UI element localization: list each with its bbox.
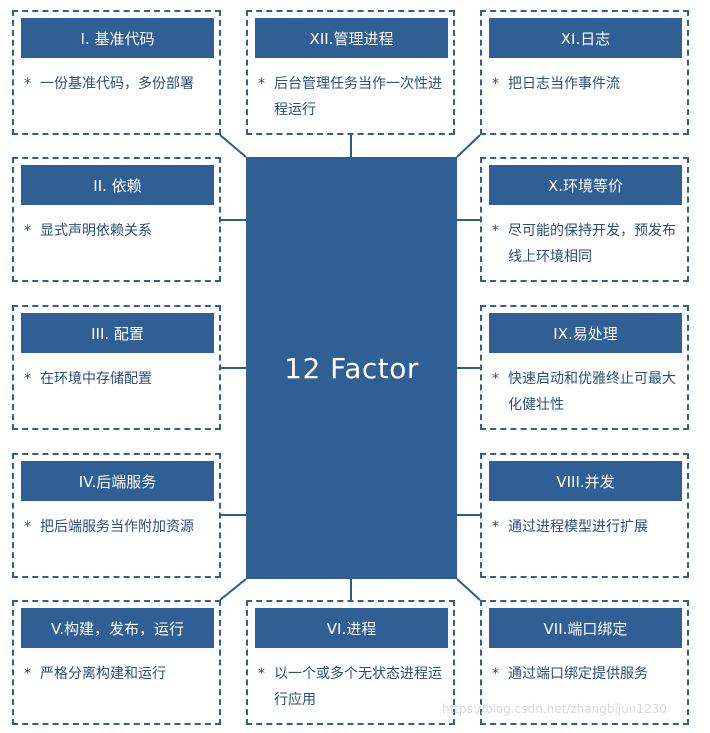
factor-body: * 以一个或多个无状态进程运行应用 (258, 661, 445, 713)
bullet: * (24, 76, 31, 92)
factor-desc: 在环境中存储配置 (40, 371, 152, 387)
factor-card-6: VI.进程 * 以一个或多个无状态进程运行应用 (246, 600, 455, 725)
connector-factor-7 (456, 578, 481, 601)
factor-title: IX.易处理 (489, 313, 682, 353)
factor-title: XII.管理进程 (255, 18, 448, 58)
factor-desc: 通过进程模型进行扩展 (508, 519, 648, 535)
factor-card-10: X.环境等价 * 尽可能的保持开发，预发布线上环境相同 (480, 157, 689, 282)
bullet: * (258, 666, 265, 682)
bullet: * (492, 76, 499, 92)
bullet: * (492, 371, 499, 387)
factor-title: VII.端口绑定 (489, 608, 682, 648)
bullet: * (258, 76, 265, 92)
factor-title: X.环境等价 (489, 165, 682, 205)
bullet: * (492, 223, 499, 239)
factor-body: * 快速启动和优雅终止可最大化健壮性 (492, 366, 679, 418)
center-box: 12 Factor (246, 157, 457, 579)
factor-title: I. 基准代码 (21, 18, 214, 58)
factor-card-3: III. 配置 * 在环境中存储配置 (12, 305, 221, 430)
connector-factor-5 (219, 578, 247, 601)
factor-body: * 显式声明依赖关系 (24, 218, 211, 244)
factor-card-11: XI.日志 * 把日志当作事件流 (480, 10, 689, 135)
factor-card-7: VII.端口绑定 * 通过端口绑定提供服务 (480, 600, 689, 725)
factor-desc: 严格分离构建和运行 (40, 666, 166, 682)
factor-body: * 严格分离构建和运行 (24, 661, 211, 687)
factor-body: * 后台管理任务当作一次性进程运行 (258, 71, 445, 123)
factor-body: * 把日志当作事件流 (492, 71, 679, 97)
factor-title: IV.后端服务 (21, 461, 214, 501)
factor-title: V.构建，发布，运行 (21, 608, 214, 648)
factor-card-8: VIII.并发 * 通过进程模型进行扩展 (480, 453, 689, 578)
factor-title: II. 依赖 (21, 165, 214, 205)
factor-desc: 把日志当作事件流 (508, 76, 620, 92)
factor-card-4: IV.后端服务 * 把后端服务当作附加资源 (12, 453, 221, 578)
factor-desc: 通过端口绑定提供服务 (508, 666, 648, 682)
watermark: https://blog.csdn.net/zhangbijun1230 (442, 702, 667, 716)
bullet: * (24, 666, 31, 682)
factor-title: VI.进程 (255, 608, 448, 648)
factor-body: * 在环境中存储配置 (24, 366, 211, 392)
factor-title: VIII.并发 (489, 461, 682, 501)
factor-body: * 一份基准代码，多份部署 (24, 71, 211, 97)
factor-card-5: V.构建，发布，运行 * 严格分离构建和运行 (12, 600, 221, 725)
factor-desc: 把后端服务当作附加资源 (40, 519, 194, 535)
factor-desc: 显式声明依赖关系 (40, 223, 152, 239)
center-title: 12 Factor (284, 351, 419, 385)
factor-card-2: II. 依赖 * 显式声明依赖关系 (12, 157, 221, 282)
bullet: * (24, 519, 31, 535)
bullet: * (24, 371, 31, 387)
factor-card-9: IX.易处理 * 快速启动和优雅终止可最大化健壮性 (480, 305, 689, 430)
factor-card-1: I. 基准代码 * 一份基准代码，多份部署 (12, 10, 221, 135)
factor-desc: 后台管理任务当作一次性进程运行 (274, 76, 442, 118)
factor-body: * 尽可能的保持开发，预发布线上环境相同 (492, 218, 679, 270)
factor-desc: 以一个或多个无状态进程运行应用 (274, 666, 442, 708)
factor-desc: 一份基准代码，多份部署 (40, 76, 194, 92)
connector-factor-11 (456, 134, 481, 158)
bullet: * (492, 666, 499, 682)
factor-desc: 尽可能的保持开发，预发布线上环境相同 (508, 223, 676, 265)
connector-factor-1 (219, 134, 247, 158)
factor-body: * 通过进程模型进行扩展 (492, 514, 679, 540)
factor-card-12: XII.管理进程 * 后台管理任务当作一次性进程运行 (246, 10, 455, 135)
factor-body: * 通过端口绑定提供服务 (492, 661, 679, 687)
bullet: * (24, 223, 31, 239)
factor-desc: 快速启动和优雅终止可最大化健壮性 (508, 371, 676, 413)
bullet: * (492, 519, 499, 535)
factor-title: XI.日志 (489, 18, 682, 58)
factor-title: III. 配置 (21, 313, 214, 353)
factor-body: * 把后端服务当作附加资源 (24, 514, 211, 540)
